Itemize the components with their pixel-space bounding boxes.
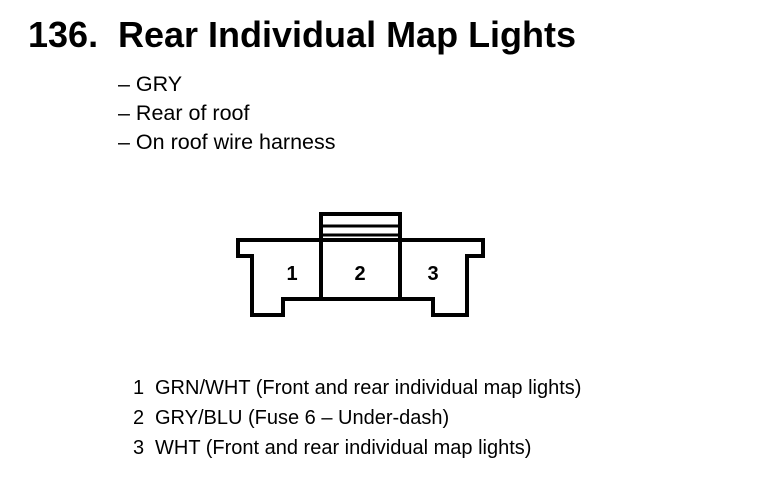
pin-description: GRN/WHT (Front and rear individual map l… — [155, 377, 582, 399]
pin-row-2: 2 GRY/BLU (Fuse 6 – Under-dash) — [133, 403, 581, 433]
detail-location: – Rear of roof — [118, 101, 250, 125]
pin-number: 3 — [133, 437, 145, 459]
title-text: Rear Individual Map Lights — [118, 14, 577, 55]
detail-color: – GRY — [118, 72, 183, 96]
pin-description: WHT (Front and rear individual map light… — [155, 437, 532, 459]
title-number: 136. — [28, 14, 99, 55]
connector-body-outline — [236, 238, 485, 317]
pin-description: GRY/BLU (Fuse 6 – Under-dash) — [155, 407, 450, 429]
page-title: 136. Rear Individual Map Lights — [28, 14, 576, 56]
pin-row-1: 1 GRN/WHT (Front and rear individual map … — [133, 373, 581, 403]
connector-latch — [319, 212, 402, 299]
detail-harness: – On roof wire harness — [118, 130, 336, 154]
pin-label-1: 1 — [286, 263, 297, 285]
pin-number: 2 — [133, 407, 145, 429]
pin-list: 1 GRN/WHT (Front and rear individual map … — [133, 373, 581, 463]
pin-row-3: 3 WHT (Front and rear individual map ligh… — [133, 433, 581, 463]
connector-details: – GRY – Rear of roof – On roof wire harn… — [118, 70, 336, 157]
pin-number: 1 — [133, 377, 145, 399]
pin-label-3: 3 — [427, 263, 438, 285]
pin-label-2: 2 — [354, 263, 365, 285]
